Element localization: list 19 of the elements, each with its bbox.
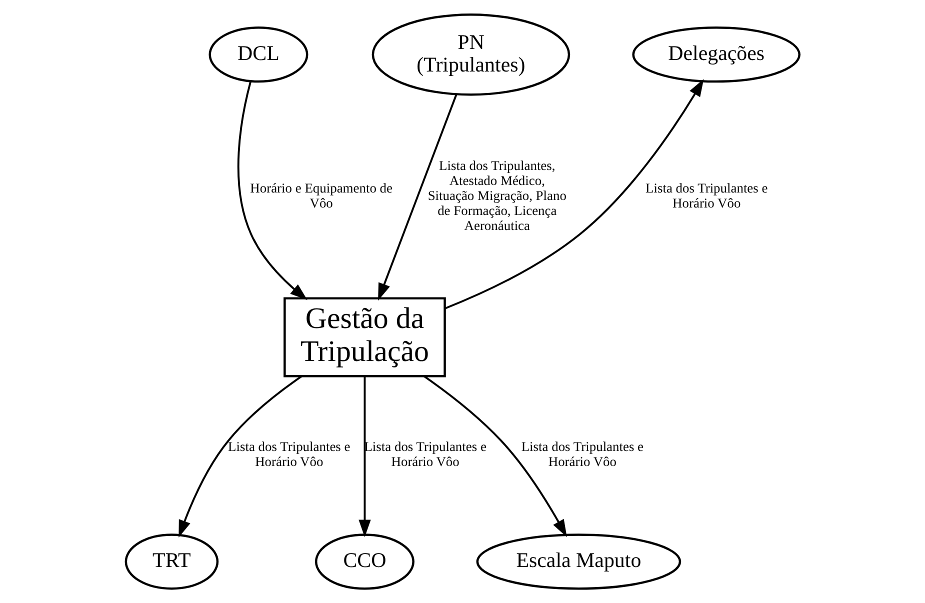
arrow [378,94,458,301]
arrow [178,375,302,538]
node-ellipse: Delegações [632,26,801,83]
edge-label: Horário e Equipamento de Vôo [250,180,392,210]
node-ellipse: CCO [314,534,414,590]
arrow [237,81,308,300]
arrow [444,79,704,310]
arrow [423,375,567,538]
edge-label: Lista dos Tripulantes e Horário Vôo [521,439,644,470]
node-ellipse: PN (Tripulantes) [372,13,570,96]
edge-label: Lista dos Tripulantes e Horário Vôo [646,180,768,210]
edge-label: Lista dos Tripulantes, Atestado Médico, Situação Migração, Plano de Formação, Licença Aeronáutica [428,158,566,233]
arrow [358,376,371,538]
edge-label: Lista dos Tripulantes e Horário Vôo [228,439,350,470]
node-ellipse: TRT [124,534,219,590]
node-box: Gestão da Tripulação [284,297,446,378]
edge-label: Lista dos Tripulantes e Horário Vôo [364,439,486,470]
node-ellipse: Escala Maputo [476,534,682,590]
node-ellipse: DCL [208,26,308,83]
